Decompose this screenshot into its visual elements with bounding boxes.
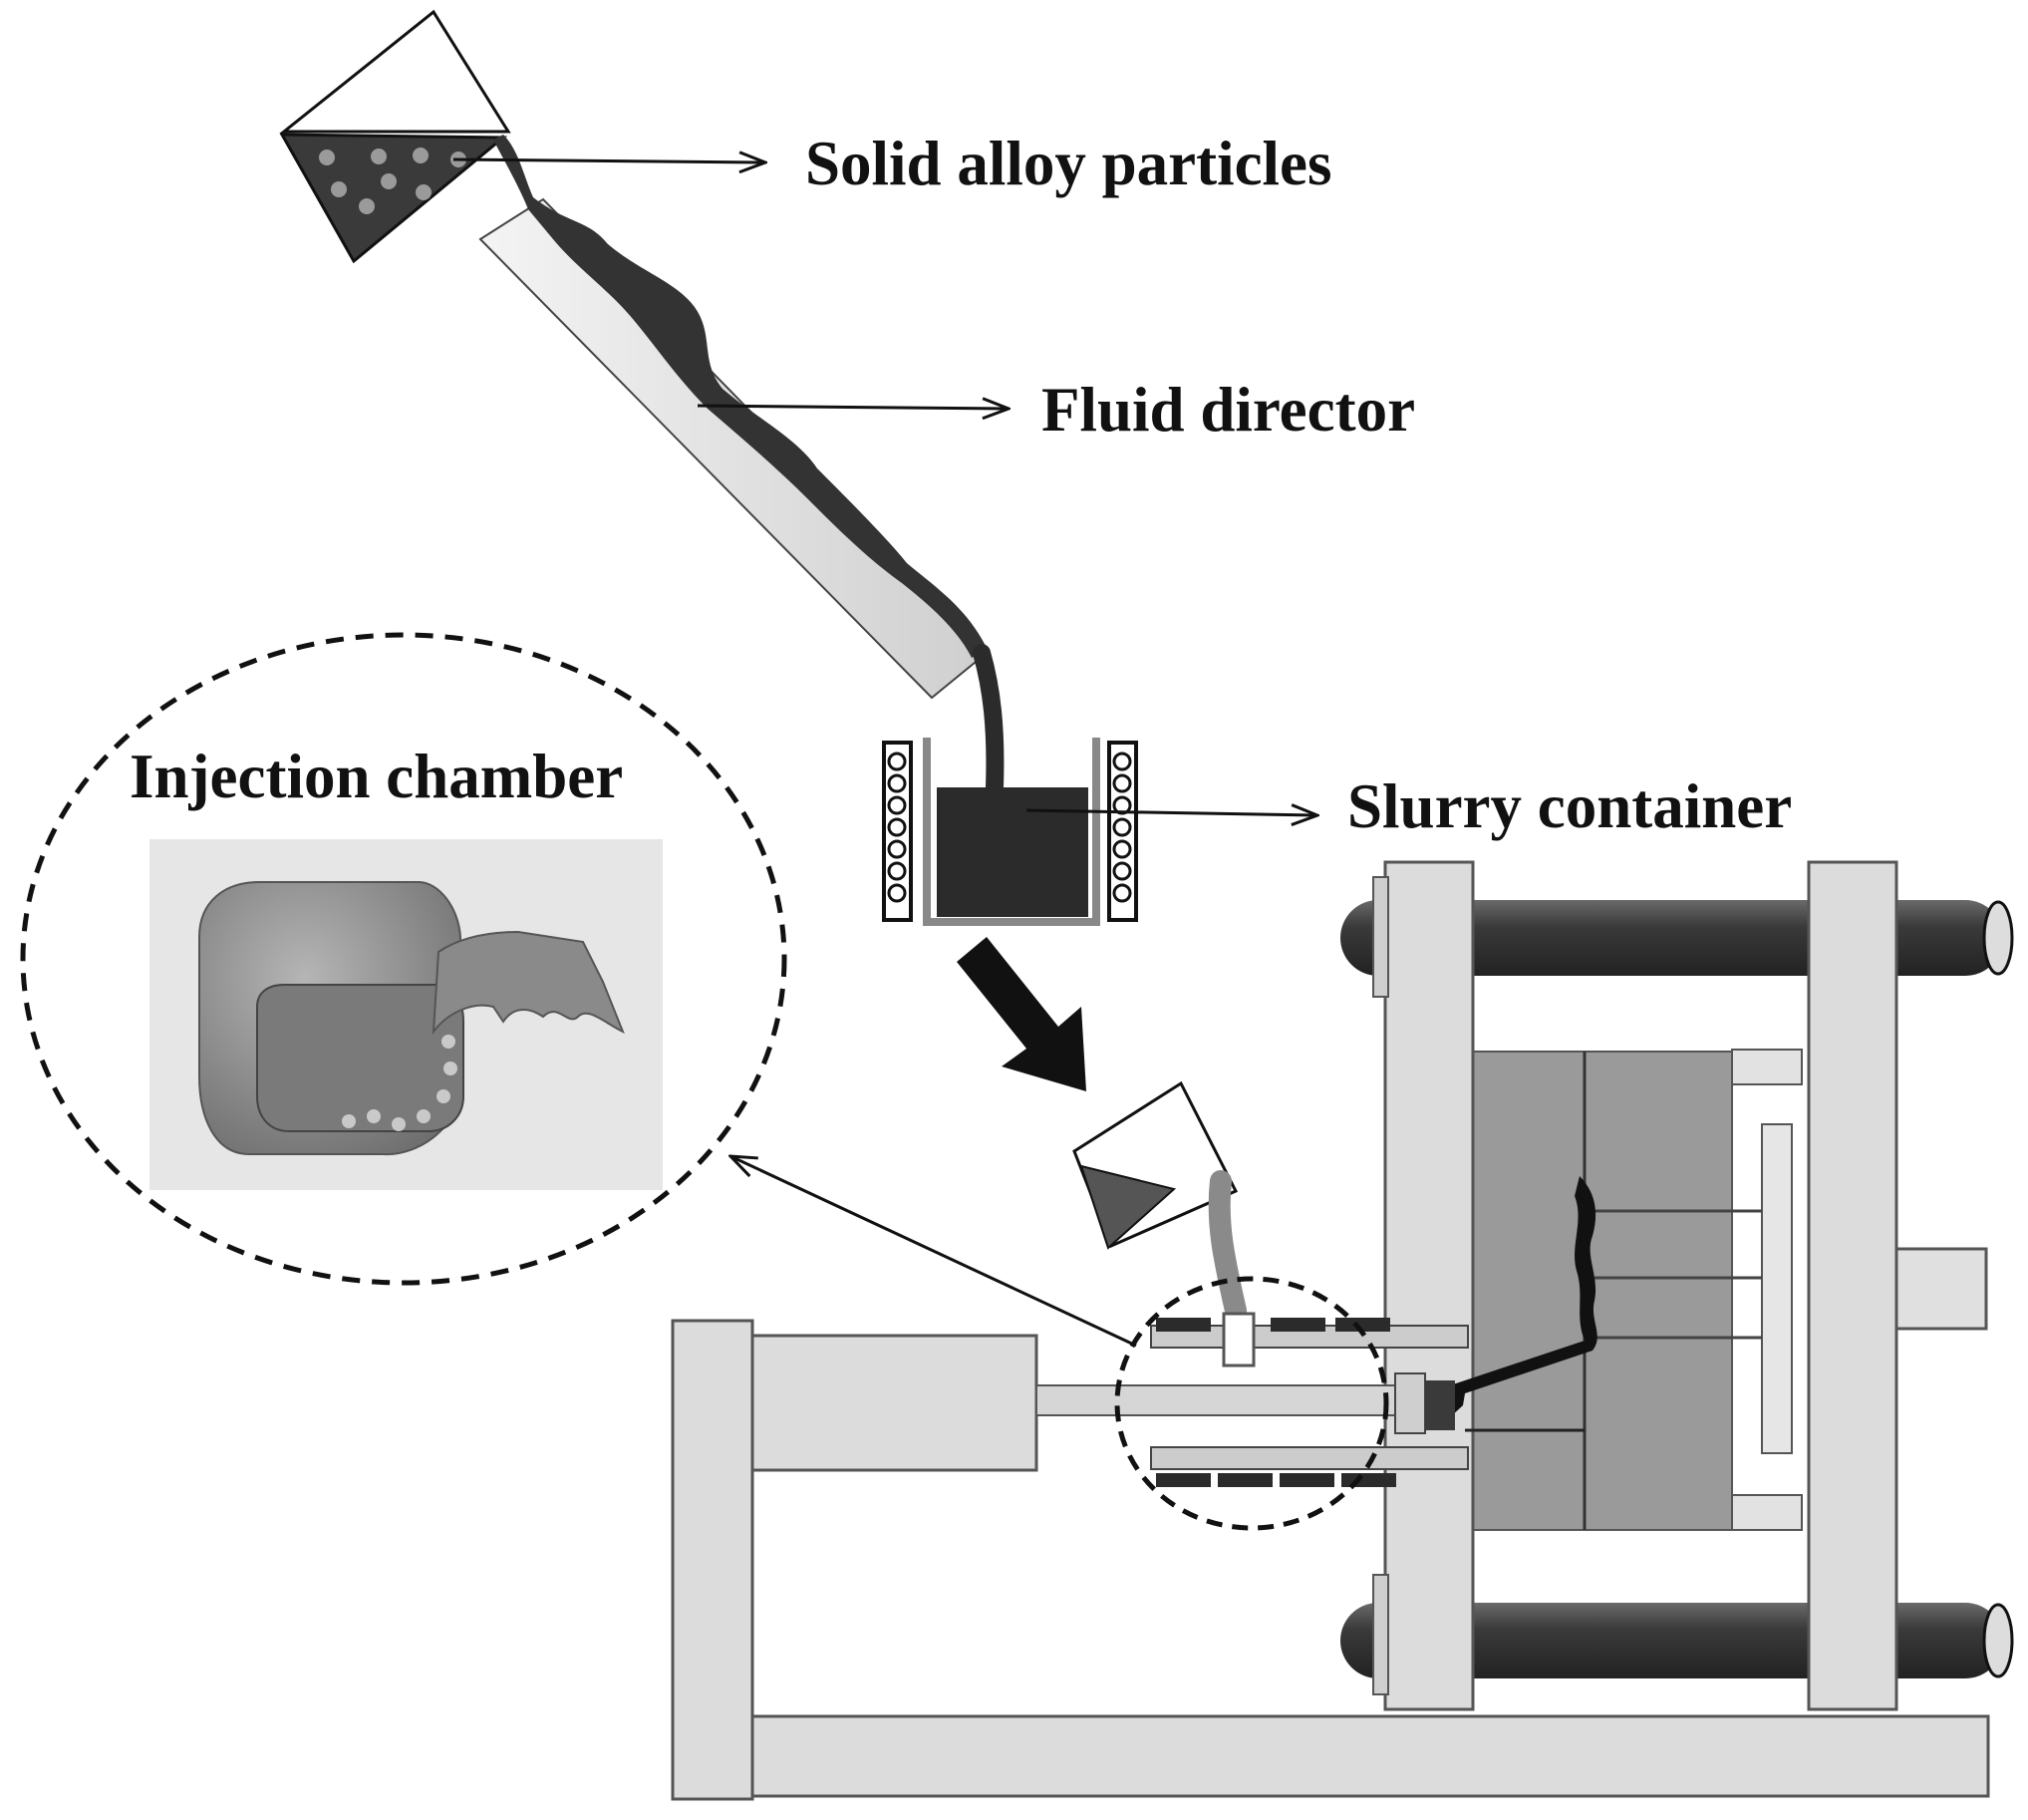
pour-cup-lower [1072,1080,1247,1322]
chamber-coolant-holes [342,1035,457,1131]
ejector-pins [1594,1209,1762,1340]
plunger-rod [1035,1384,1416,1416]
fixed-platen-collar-top [1372,876,1389,998]
slurry-in-container [937,787,1088,917]
ejector-rod [1894,1247,1988,1331]
coil-rings-right [1112,752,1132,903]
fluid-director [478,135,1005,796]
tie-bar-upper-end [1982,900,2014,976]
biscuit [1425,1380,1455,1430]
fixed-platen-collar-bottom [1372,1574,1389,1695]
coil-rings-left [887,752,907,903]
flow-direction-arrow [957,937,1086,1091]
arrow-slurry-container [1025,810,1317,815]
sleeve-heaters-top [1156,1318,1390,1332]
chute-body [478,197,989,700]
label-fluid-director: Fluid director [1041,375,1415,445]
machine-left-post [671,1319,754,1801]
fixed-die-half [1472,1051,1586,1531]
slurry-stream [973,644,1005,796]
chamber-half-shell [432,930,625,1036]
pour-vessel-top [279,9,511,264]
alloy-particle-fill [279,133,508,264]
arrow-solid-alloy [452,159,765,162]
detail-circle-small [1114,1276,1389,1531]
moving-platen [1807,860,1898,1711]
die-casting-machine [671,860,2014,1801]
tie-bar-lower-end [1982,1603,2014,1678]
plunger-tip [1394,1372,1426,1434]
pour-cup-slurry [1079,1164,1177,1250]
machine-base-rail [750,1714,1990,1798]
pour-stream-lower [1208,1170,1247,1322]
arrow-injection-chamber [730,1156,1137,1348]
fixed-platen [1383,860,1475,1711]
injection-cylinder [750,1334,1038,1472]
ejector-guide-top [1731,1049,1803,1085]
shot-sleeve-bottom [1150,1446,1469,1470]
label-injection-chamber: Injection chamber [130,742,623,811]
ejector-guide-bottom [1731,1494,1803,1531]
sleeve-heaters-bottom [1156,1473,1396,1487]
slurry-container [882,738,1138,926]
callout-arrows [452,159,1317,1348]
detail-circle-large [20,632,787,1286]
ejector-plate [1761,1123,1793,1454]
chamber-3d-model [198,881,625,1156]
pour-vessel-outline [279,9,511,134]
moving-die-half [1584,1051,1733,1531]
pour-hole [1222,1312,1256,1367]
injection-chamber-detail [20,632,787,1286]
casting-cavity [1445,1176,1597,1417]
label-solid-alloy-particles: Solid alloy particles [805,129,1332,198]
slurry-flow-on-chute [493,135,987,658]
arrow-fluid-director [697,406,1009,409]
label-slurry-container: Slurry container [1347,771,1792,841]
crucible-wall [923,738,1100,926]
